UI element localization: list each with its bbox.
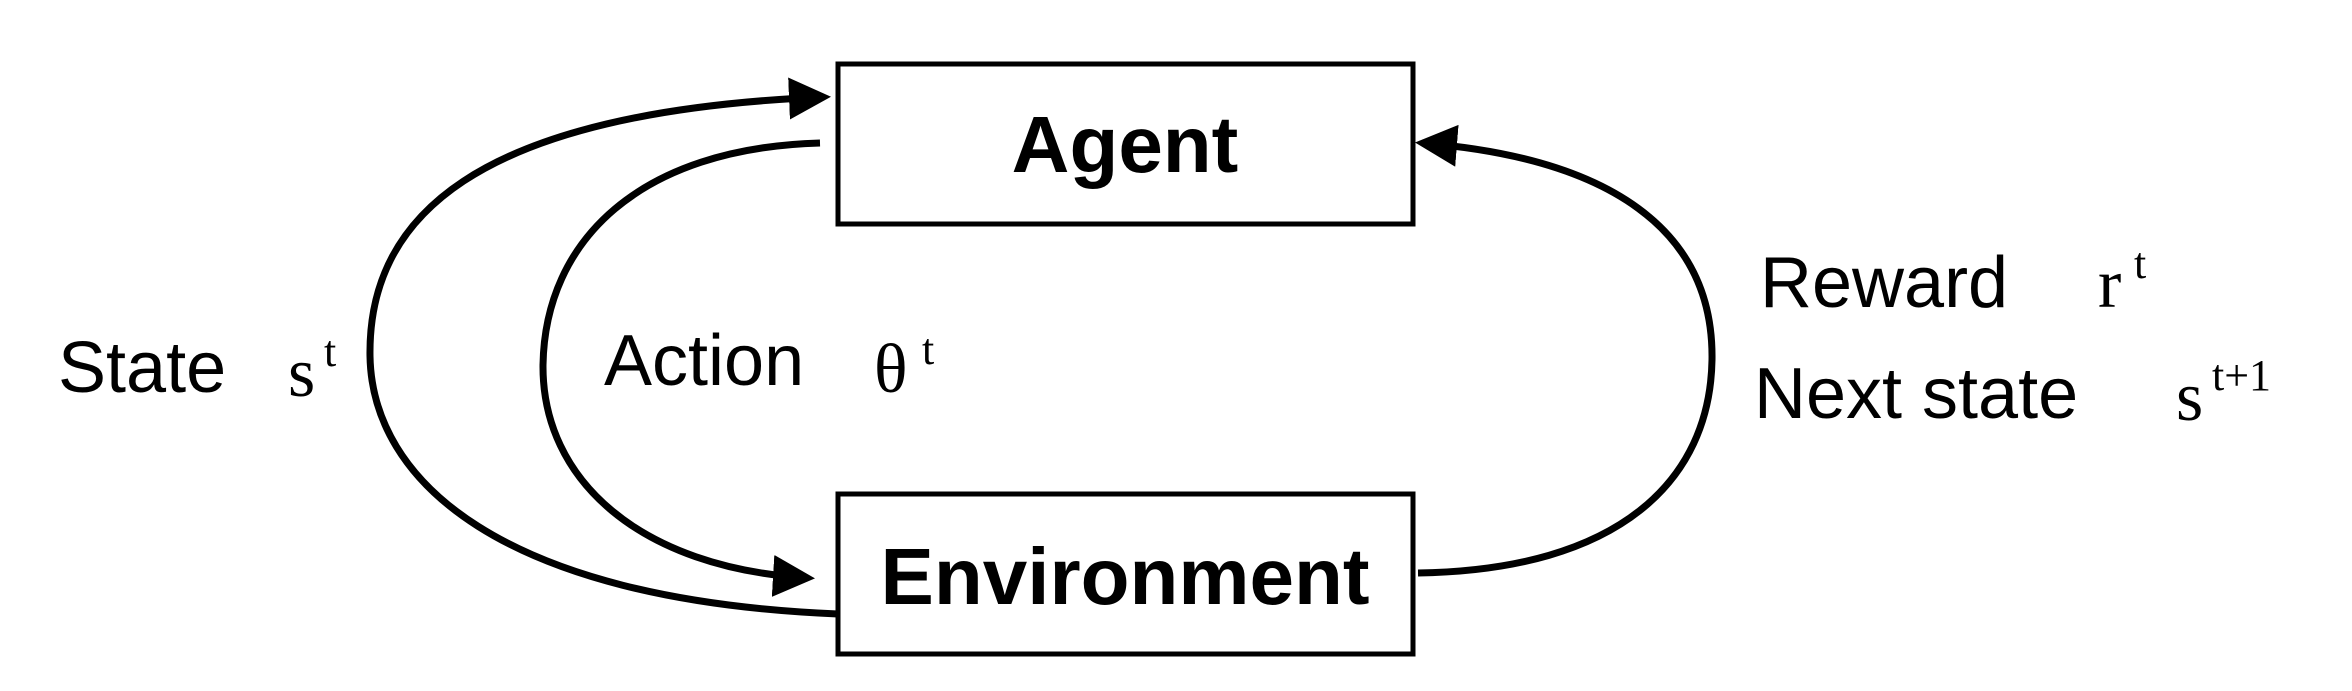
reward-symbol: r <box>2098 246 2121 323</box>
environment-box <box>835 491 1416 657</box>
environment-label: Environment <box>881 532 1370 621</box>
next-state-symbol: s <box>2176 359 2203 436</box>
next-state-superscript: t+1 <box>2212 351 2271 400</box>
agent-box <box>835 61 1416 227</box>
reward-superscript: t <box>2134 239 2146 288</box>
state-arrow <box>366 77 839 618</box>
reward-label: Reward <box>1760 243 2008 323</box>
action-symbol: θ <box>874 331 908 408</box>
next-state-label: Next state <box>1754 354 2078 434</box>
state-label: State <box>58 328 226 408</box>
action-superscript: t <box>922 325 934 374</box>
agent-label: Agent <box>1012 100 1239 189</box>
reward-arrow <box>1415 124 1716 577</box>
action-label: Action <box>604 321 804 401</box>
state-symbol: s <box>288 335 315 412</box>
action-arrow <box>539 139 821 597</box>
state-superscript: t <box>324 327 336 376</box>
